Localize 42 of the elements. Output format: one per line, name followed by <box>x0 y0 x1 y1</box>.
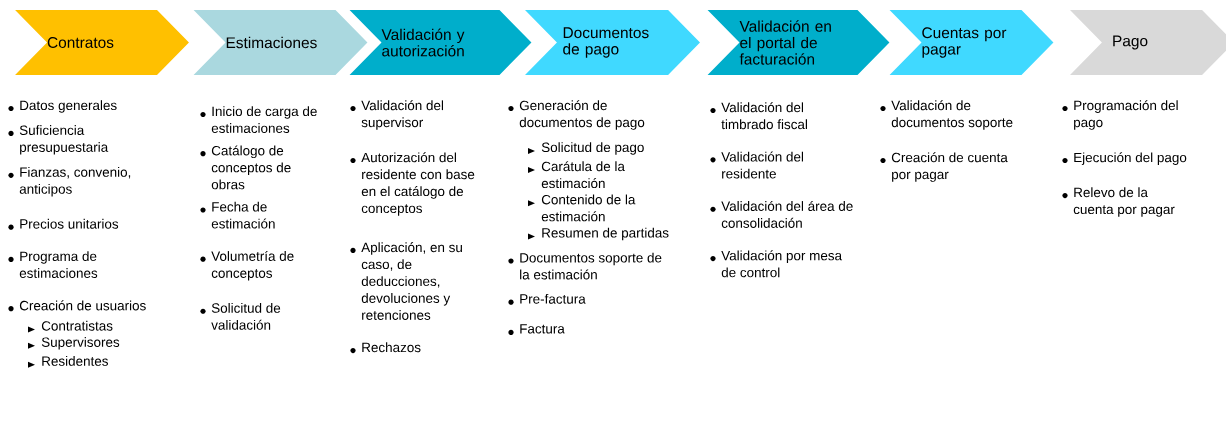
bullet-item: Programa de estimaciones <box>8 251 98 278</box>
bullet-item: Pre-factura <box>508 293 586 305</box>
bullet-item: Catálogo de conceptos de obras <box>200 145 291 190</box>
bullet-item: Validación por mesa de control <box>710 250 843 278</box>
bullet-item: Solicitud de validación <box>200 302 281 330</box>
bullet-item: Precios unitarios <box>8 218 119 230</box>
bullet-item: Inicio de carga de estimaciones <box>200 106 317 133</box>
bullet-item: Validación del timbrado fiscal <box>710 102 807 130</box>
process-step: Validación en el portal de facturación <box>707 10 890 75</box>
process-step: Documentos de pago <box>525 10 700 75</box>
bullet-item: Fianzas, convenio, anticipos <box>8 167 131 197</box>
sub-item: Carátula de la estimación <box>528 161 625 189</box>
bullet-item: Factura <box>508 324 565 336</box>
sub-item: Supervisores <box>28 337 120 350</box>
sub-item: Solicitud de pago <box>528 142 644 155</box>
sub-item: Contenido de la estimación <box>528 194 636 222</box>
bullet-item: Creación de cuenta por pagar <box>880 152 1008 182</box>
process-step: Validación y autorización <box>349 10 532 75</box>
bullet-item: Aplicación, en su caso, de deducciones, devoluciones y retenciones <box>350 242 462 320</box>
bullet-item: Volumetría de conceptos <box>200 250 294 281</box>
bullet-item: Generación de documentos de pago <box>508 100 645 130</box>
bullet-item: Validación de documentos soporte <box>880 100 1013 130</box>
bullet-item: Documentos soporte de la estimación <box>508 252 662 280</box>
bullet-item: Validación del supervisor <box>350 100 444 130</box>
bullet-item: Ejecución del pago <box>1062 152 1187 165</box>
sub-item: Residentes <box>28 356 108 368</box>
bullet-item: Programación del pago <box>1062 100 1178 130</box>
bullet-item: Creación de usuarios <box>8 300 146 312</box>
bullet-item: Autorización del residente con base en el catálogo de conceptos <box>350 152 475 216</box>
sub-item: Contratistas <box>28 320 113 333</box>
bullet-item: Validación del residente <box>710 151 804 179</box>
process-step: Pago <box>1070 10 1226 75</box>
bullet-item: Rechazos <box>350 342 421 354</box>
process-step: Cuentas por pagar <box>889 10 1054 75</box>
process-step: Contratos <box>15 10 189 75</box>
sub-item: Resumen de partidas <box>528 227 669 241</box>
process-step: Estimaciones <box>193 10 368 75</box>
bullet-item: Datos generales <box>8 100 117 113</box>
bullet-item: Relevo de la cuenta por pagar <box>1062 187 1175 217</box>
bullet-item: Validación del área de consolidación <box>710 200 853 228</box>
bullet-item: Suficiencia presupuestaria <box>8 125 109 155</box>
bullet-item: Fecha de estimación <box>200 201 275 229</box>
